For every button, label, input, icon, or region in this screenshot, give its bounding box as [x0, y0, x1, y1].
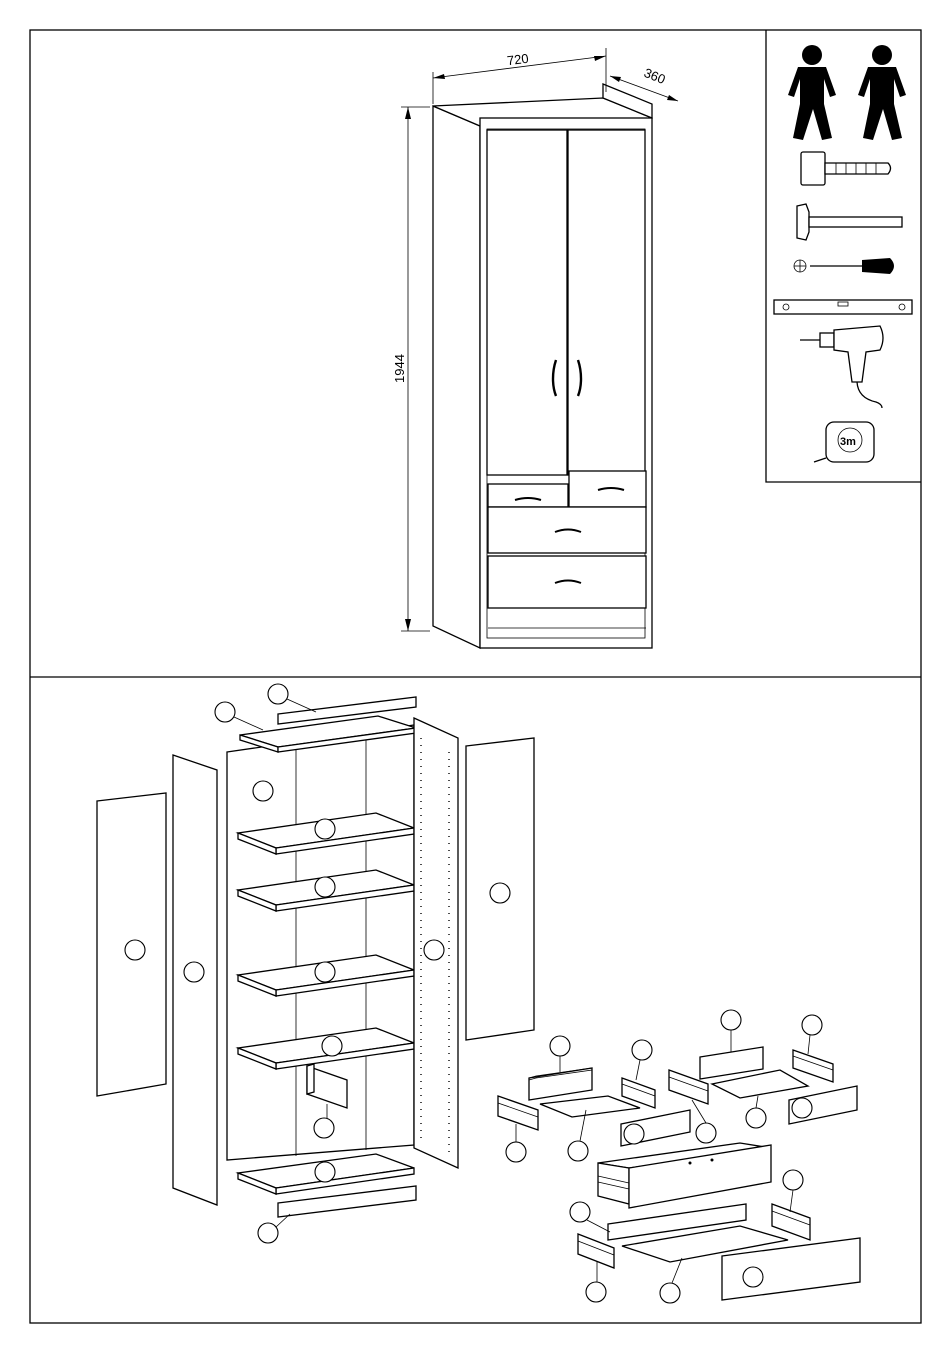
part-callout	[506, 1142, 526, 1162]
person-icon	[858, 45, 906, 140]
part-callout	[586, 1282, 606, 1302]
part-callout	[258, 1223, 278, 1243]
rubber-mallet-icon	[801, 152, 891, 185]
left-door	[487, 130, 567, 475]
part-callout	[322, 1036, 342, 1056]
part-callout	[632, 1040, 652, 1060]
part-callout	[660, 1283, 680, 1303]
part-callout	[315, 819, 335, 839]
depth-dimension-label: 360	[642, 65, 668, 87]
part-callout	[268, 684, 288, 704]
height-dimension-label: 1944	[392, 354, 407, 383]
tools-panel: 3m	[774, 45, 912, 462]
spirit-level-icon	[774, 300, 912, 314]
part-callout	[802, 1015, 822, 1035]
part-callout	[783, 1170, 803, 1190]
hammer-icon	[797, 204, 902, 240]
part-callout	[721, 1010, 741, 1030]
part-callout	[570, 1202, 590, 1222]
drawer-divider-bracket-face	[307, 1064, 314, 1094]
part-callout	[314, 1118, 334, 1138]
height-arrow-bottom	[405, 619, 411, 631]
drawer-kit-1	[498, 1068, 690, 1146]
part-callout	[743, 1267, 763, 1287]
width-arrow-right	[594, 56, 606, 61]
person-icon	[788, 45, 836, 140]
part-callout	[746, 1108, 766, 1128]
part-callout	[568, 1141, 588, 1161]
part-callout	[424, 940, 444, 960]
part-callout	[315, 877, 335, 897]
part-callout	[792, 1098, 812, 1118]
height-arrow-top	[405, 107, 411, 119]
wardrobe-overview-drawing: 720 360 1944	[392, 48, 678, 648]
part-callout	[315, 1162, 335, 1182]
wardrobe-side-panel	[433, 106, 480, 648]
part-callout	[315, 962, 335, 982]
bottom-drawer	[488, 556, 646, 608]
exploded-parts-view	[97, 684, 860, 1303]
part-callout	[253, 781, 273, 801]
part-callout	[490, 883, 510, 903]
drawer-kit-3	[578, 1204, 860, 1300]
tools-box-frame	[766, 30, 921, 482]
part-callout	[624, 1124, 644, 1144]
right-door	[568, 130, 645, 475]
phillips-screwdriver-icon	[794, 258, 894, 274]
tape-measure-label: 3m	[840, 436, 856, 448]
part-callout	[550, 1036, 570, 1056]
part-callout	[696, 1123, 716, 1143]
width-arrow-left	[433, 74, 445, 79]
width-dimension-label: 720	[506, 51, 529, 69]
part-callout	[215, 702, 235, 722]
part-callout	[184, 962, 204, 982]
depth-arrow-left	[610, 76, 621, 82]
assembled-drawer	[598, 1143, 771, 1208]
depth-arrow-right	[667, 95, 678, 101]
small-drawer-left	[488, 484, 568, 507]
part-callout	[125, 940, 145, 960]
power-drill-icon	[800, 326, 883, 408]
tape-measure-icon: 3m	[814, 422, 874, 462]
